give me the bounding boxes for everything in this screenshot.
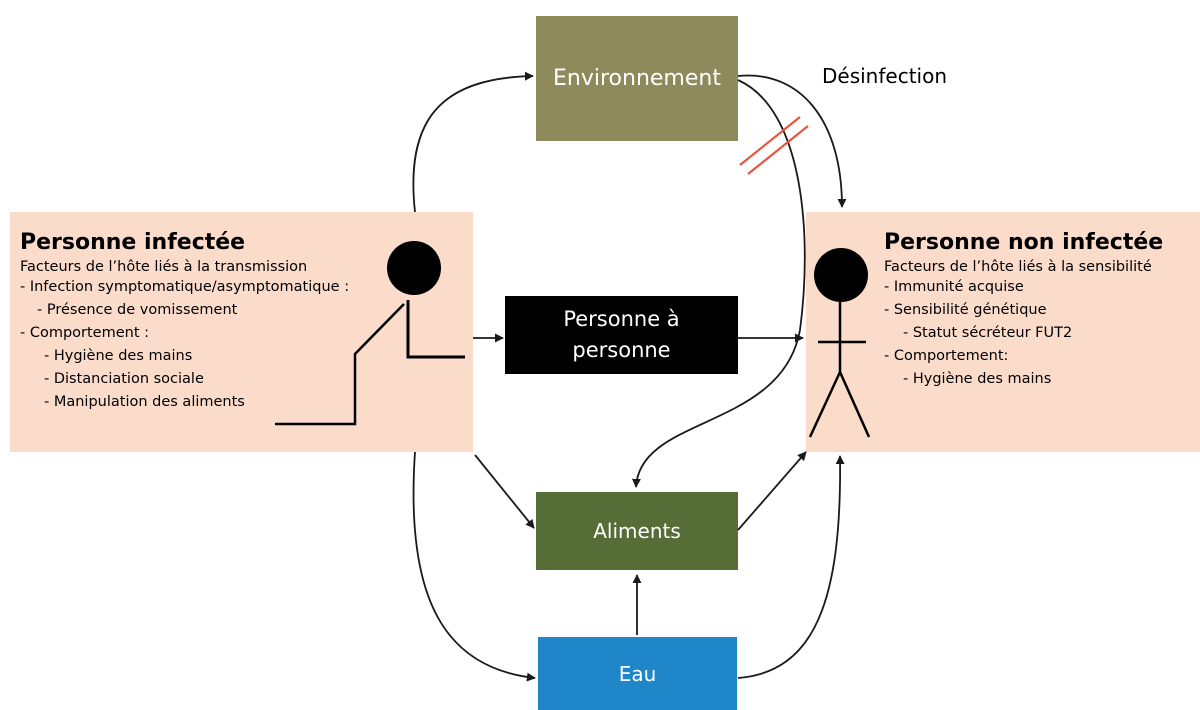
factor-item: - Hygiène des mains: [44, 348, 193, 364]
factor-item: - Comportement :: [20, 325, 150, 341]
disinfection-label: Désinfection: [822, 64, 948, 88]
susceptibility-factors-list: - Immunité acquise - Sensibilité génétiqu…: [884, 276, 1200, 391]
transmission-factors-subtitle: Facteurs de l’hôte liés à la transmissio…: [20, 259, 308, 275]
disinfection-mark-line: [739, 116, 801, 166]
environment-node: Environnement: [536, 16, 738, 141]
arrow-environment-to-uninfected: [737, 74, 847, 208]
arrow-food-to-uninfected: [737, 451, 807, 531]
person-to-person-node: Personne à personne: [505, 296, 738, 374]
factor-item: - Présence de vomissement: [37, 302, 238, 318]
factor-item: - Immunité acquise: [884, 279, 1024, 295]
arrow-environment-to-food: [631, 79, 806, 488]
factor-item: - Sensibilité génétique: [884, 302, 1047, 318]
uninfected-person-leg-icon: [808, 371, 842, 438]
food-node: Aliments: [536, 492, 738, 570]
factor-item: - Comportement:: [884, 348, 1009, 364]
water-node: Eau: [538, 637, 737, 710]
uninfected-person-panel: Personne non infectée Facteurs de l’hôte…: [806, 212, 1200, 452]
transmission-factors-list: - Infection symptomatique/asymptomatique…: [20, 276, 473, 414]
arrow-infected-to-environment: [412, 71, 534, 213]
susceptibility-factors-subtitle: Facteurs de l’hôte liés à la sensibilité: [884, 259, 1152, 275]
factor-item: - Manipulation des aliments: [44, 394, 245, 410]
infected-person-head-icon: [387, 241, 441, 295]
factor-item: - Infection symptomatique/asymptomatique…: [20, 279, 350, 295]
uninfected-person-head-icon: [814, 248, 868, 302]
factor-item: - Hygiène des mains: [903, 371, 1052, 387]
infected-person-body-icon: [406, 300, 465, 359]
infected-person-title: Personne infectée: [20, 230, 246, 255]
infected-person-arm-icon: [275, 303, 405, 426]
arrow-water-to-uninfected: [737, 455, 845, 679]
uninfected-person-title: Personne non infectée: [884, 230, 1164, 255]
disinfection-mark-line: [747, 125, 809, 175]
arrow-infected-to-food: [474, 454, 535, 529]
uninfected-person-leg-icon: [838, 371, 871, 438]
factor-item: - Statut sécréteur FUT2: [903, 325, 1073, 341]
factor-item: - Distanciation sociale: [44, 371, 204, 387]
arrow-infected-to-water: [412, 451, 536, 682]
